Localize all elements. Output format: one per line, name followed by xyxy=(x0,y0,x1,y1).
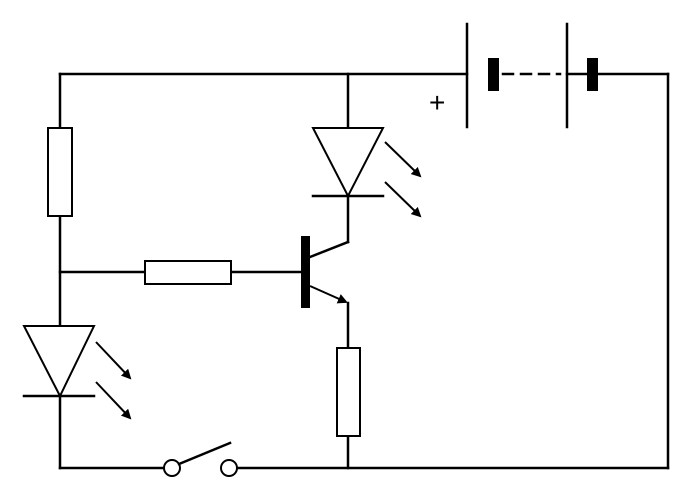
switch-lever xyxy=(177,441,232,466)
switch-terminal-left xyxy=(163,459,181,477)
resistor-base xyxy=(144,260,232,285)
led-bottom xyxy=(22,325,132,420)
transistor-emitter-arrow xyxy=(309,285,348,304)
switch-terminal-right xyxy=(220,459,238,477)
led-bottom-body xyxy=(22,325,96,399)
transistor-base-bar xyxy=(301,236,310,308)
led-top-body xyxy=(311,127,385,199)
transistor-collector xyxy=(308,240,350,259)
battery-cell-left xyxy=(488,58,499,91)
led-top-arrow-2 xyxy=(384,181,422,218)
wires xyxy=(58,72,670,470)
led-bottom-arrow-1 xyxy=(95,341,132,380)
battery-plus-label: + xyxy=(429,87,445,118)
resistor-emitter xyxy=(336,347,361,437)
led-top-arrow-1 xyxy=(384,141,422,178)
led-bottom-arrow-2 xyxy=(95,381,132,420)
switch xyxy=(163,441,238,477)
battery-cell-right xyxy=(587,58,598,91)
led-top xyxy=(311,127,422,218)
transistor xyxy=(301,236,350,308)
resistor-left xyxy=(47,127,73,217)
battery: + xyxy=(429,22,598,129)
